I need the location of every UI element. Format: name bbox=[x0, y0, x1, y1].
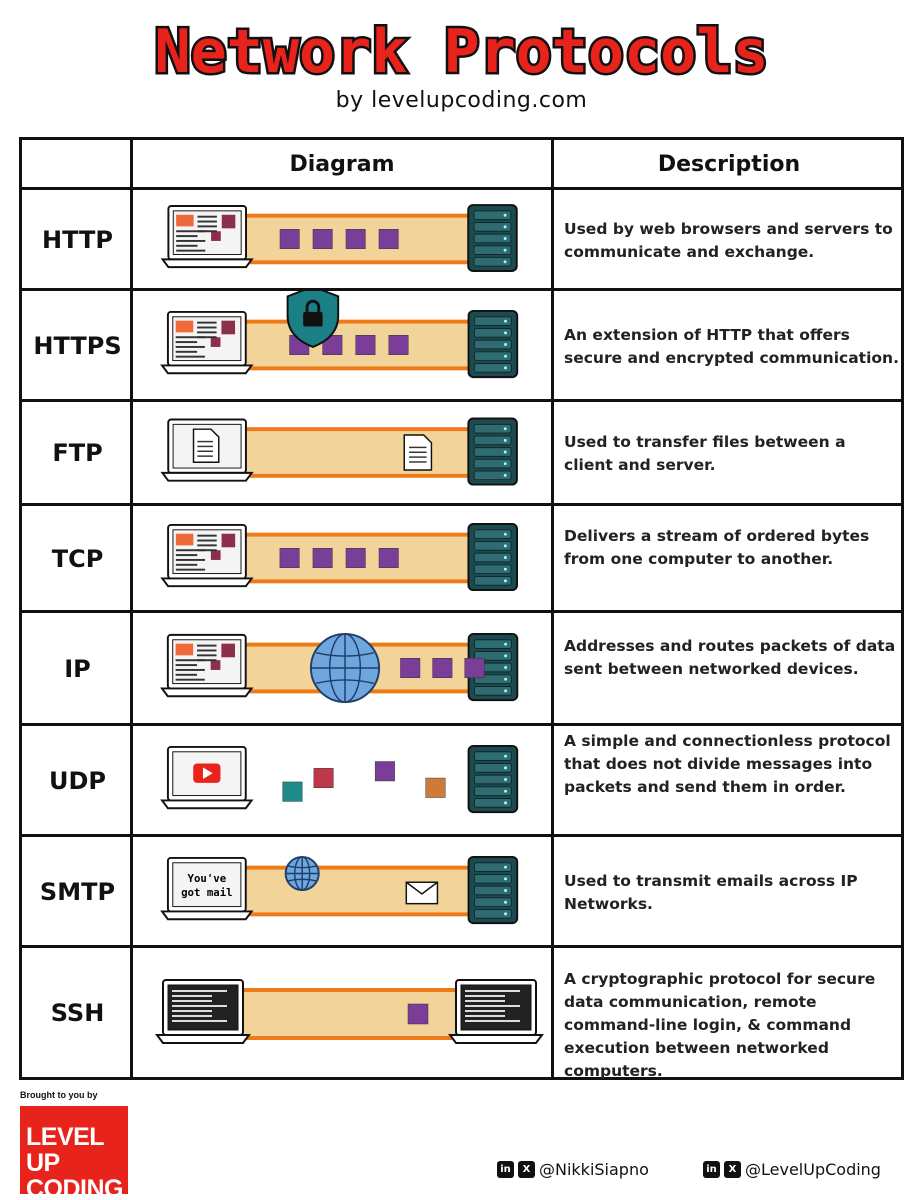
packet-icon bbox=[345, 548, 366, 568]
protocol-diagram bbox=[160, 204, 518, 272]
packet-icon bbox=[279, 229, 300, 249]
protocol-description: An extension of HTTP that offers secure … bbox=[564, 325, 899, 367]
packet-icon bbox=[374, 761, 395, 782]
packet-icon bbox=[407, 1003, 429, 1025]
linkedin-icon[interactable]: in bbox=[497, 1161, 514, 1178]
table-row: UDP A simple and connectionless protocol … bbox=[22, 726, 901, 837]
protocol-diagram bbox=[160, 417, 518, 486]
protocol-diagram bbox=[160, 291, 519, 379]
diagram-header: Diagram bbox=[289, 152, 395, 177]
packet-icon bbox=[464, 658, 485, 678]
file-icon bbox=[403, 434, 433, 471]
connection-pipe bbox=[229, 319, 473, 371]
protocol-name: SSH bbox=[50, 999, 105, 1027]
handle-nikki[interactable]: @NikkiSiapno bbox=[539, 1160, 649, 1179]
protocol-diagram bbox=[160, 632, 519, 704]
packet-icon bbox=[279, 548, 300, 568]
linkedin-icon[interactable]: in bbox=[703, 1161, 720, 1178]
protocol-name: SMTP bbox=[39, 877, 116, 906]
page-subtitle: by levelupcoding.com bbox=[335, 88, 588, 113]
social-handle-levelup[interactable]: in X @LevelUpCoding bbox=[703, 1160, 881, 1179]
packet-icon bbox=[282, 781, 303, 802]
packet-icon bbox=[355, 335, 376, 355]
laptop-icon bbox=[160, 745, 254, 810]
protocol-name: FTP bbox=[52, 439, 103, 467]
laptop-icon bbox=[160, 523, 254, 588]
x-icon[interactable]: X bbox=[724, 1161, 741, 1178]
protocol-description: Used to transfer files between a client … bbox=[564, 433, 846, 474]
packet-icon bbox=[388, 335, 409, 355]
envelope-icon bbox=[405, 881, 439, 905]
logo-line-2: CODING bbox=[26, 1175, 124, 1200]
server-icon bbox=[467, 309, 519, 379]
page-title-text: Network Protocols bbox=[154, 17, 768, 87]
packet-icon bbox=[322, 335, 343, 355]
protocol-description: A cryptographic protocol for secure data… bbox=[564, 970, 876, 1080]
protocol-description: Used by web browsers and servers to comm… bbox=[564, 219, 893, 261]
table-row: FTP Used to transfer files between a cli… bbox=[22, 402, 901, 506]
globe-icon bbox=[284, 855, 320, 891]
packet-icon bbox=[345, 229, 366, 249]
packet-icon bbox=[378, 229, 399, 249]
column-divider bbox=[551, 140, 554, 1077]
table-header: Diagram Description bbox=[22, 140, 901, 190]
protocol-description: Used to transmit emails across IP Networ… bbox=[564, 871, 858, 913]
footer-brand: Brought to you by LEVEL UP CODING bbox=[20, 1090, 128, 1200]
page-title: Network Protocols bbox=[152, 15, 771, 89]
connection-pipe bbox=[229, 427, 473, 478]
packet-icon bbox=[425, 777, 446, 798]
protocol-description: Delivers a stream of ordered bytes from … bbox=[564, 527, 870, 568]
protocol-name: HTTP bbox=[42, 225, 113, 254]
x-icon[interactable]: X bbox=[518, 1161, 535, 1178]
protocol-description: A simple and connectionless protocol tha… bbox=[564, 731, 891, 796]
protocol-name: UDP bbox=[49, 766, 106, 795]
server-icon bbox=[467, 855, 519, 925]
protocol-name: HTTPS bbox=[33, 331, 122, 360]
server-icon bbox=[467, 744, 519, 814]
server-icon bbox=[467, 417, 518, 486]
protocol-diagram bbox=[155, 979, 544, 1044]
server-icon bbox=[467, 523, 519, 592]
table-row: SSH A cryptographic protocol for secure … bbox=[22, 948, 901, 1080]
server-icon bbox=[467, 204, 518, 272]
table-row: HTTP Used by web browsers and servers to… bbox=[22, 190, 901, 291]
packet-icon bbox=[432, 658, 453, 678]
laptop-icon bbox=[160, 856, 254, 921]
packet-icon bbox=[312, 548, 333, 568]
protocol-description: Addresses and routes packets of data sen… bbox=[564, 637, 896, 678]
protocol-name: IP bbox=[64, 654, 91, 683]
packet-icon bbox=[313, 768, 334, 789]
protocol-table: Diagram Description HTTP Used by web bro… bbox=[19, 137, 904, 1080]
protocol-diagram bbox=[160, 744, 519, 814]
shield-lock-icon bbox=[286, 291, 340, 348]
packet-icon bbox=[378, 548, 399, 568]
logo-line-1: LEVEL UP bbox=[26, 1123, 104, 1177]
laptop-icon bbox=[160, 633, 254, 698]
laptop-icon bbox=[160, 310, 254, 375]
protocol-name: TCP bbox=[51, 544, 104, 573]
description-header: Description bbox=[657, 152, 801, 177]
protocol-diagram bbox=[160, 523, 519, 592]
laptop-icon bbox=[448, 979, 544, 1044]
column-divider bbox=[130, 140, 133, 1077]
server-icon bbox=[467, 632, 519, 702]
table-row: TCP Delivers a stream of ordered bytes f… bbox=[22, 506, 901, 613]
laptop-icon bbox=[155, 979, 251, 1044]
packet-icon bbox=[312, 229, 333, 249]
brought-by-text: Brought to you by bbox=[20, 1090, 98, 1100]
laptop-icon bbox=[160, 205, 254, 269]
handle-levelup[interactable]: @LevelUpCoding bbox=[745, 1160, 881, 1179]
level-up-coding-logo: LEVEL UP CODING bbox=[20, 1106, 128, 1200]
table-row: HTTPS An extension of HTTP that offers s… bbox=[22, 291, 901, 402]
globe-icon bbox=[309, 632, 381, 704]
table-row: IP Addresses and routes packets of data … bbox=[22, 613, 901, 726]
social-handle-nikki[interactable]: in X @NikkiSiapno bbox=[497, 1160, 649, 1179]
laptop-icon bbox=[160, 418, 254, 482]
connection-pipe bbox=[229, 532, 473, 584]
packet-icon bbox=[400, 658, 421, 678]
